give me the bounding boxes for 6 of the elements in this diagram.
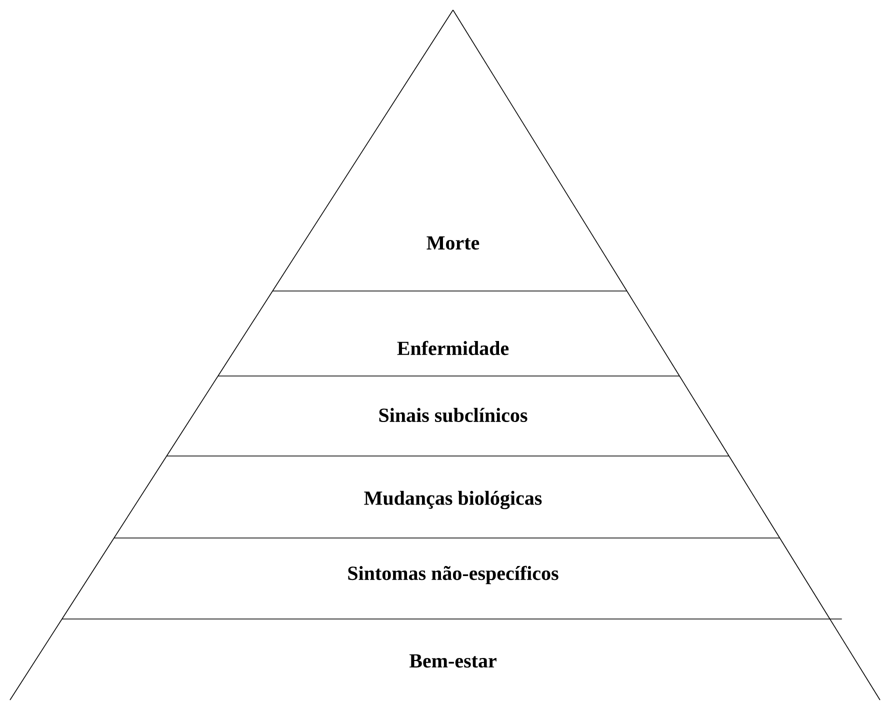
pyramid-level: Sintomas não-específicos bbox=[62, 538, 842, 620]
pyramid-level: Sinais subclínicos bbox=[166, 376, 730, 456]
pyramid-level: Bem-estar bbox=[10, 618, 880, 700]
pyramid-level: Mudanças biológicas bbox=[114, 456, 780, 538]
pyramid-level: Enfermidade bbox=[218, 290, 680, 376]
pyramid-level: Morte bbox=[272, 10, 628, 292]
